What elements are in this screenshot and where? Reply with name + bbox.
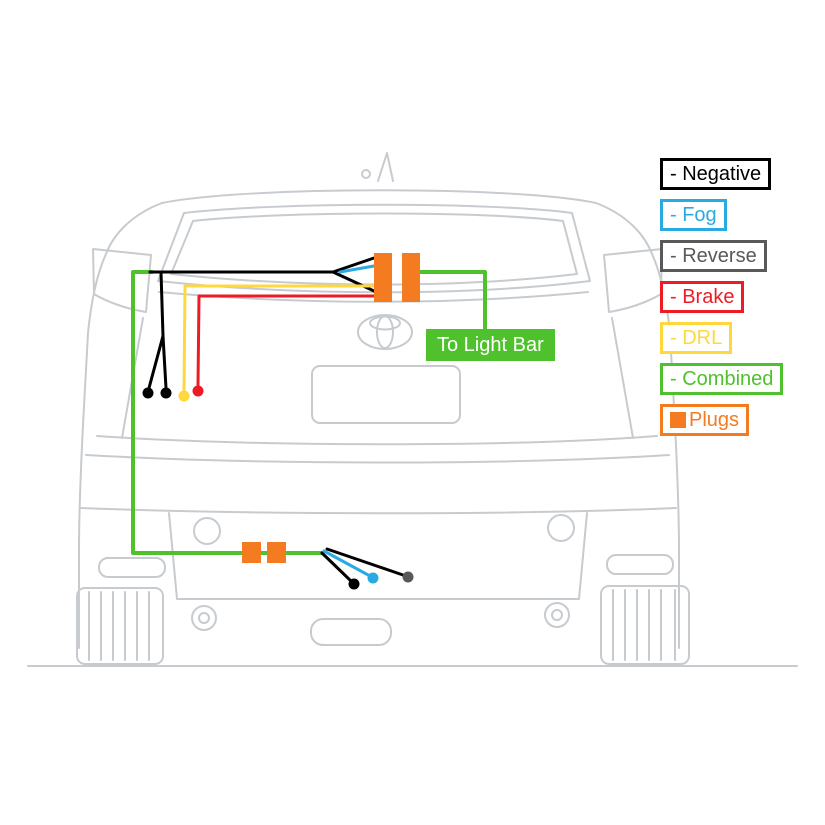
legend-item-fog: - Fog <box>660 199 727 231</box>
brake-wire <box>196 294 376 388</box>
negative-terminal-dot-bottom <box>348 578 360 590</box>
drl-wire <box>182 284 376 393</box>
car-left-side <box>78 202 163 649</box>
top-plug-left <box>374 253 392 302</box>
legend-label-plugs: Plugs <box>689 409 740 431</box>
tailgate-side-right <box>611 317 634 439</box>
fog-wire-top <box>338 264 376 274</box>
fog-wire-group <box>322 264 376 578</box>
antenna-fin <box>377 152 394 182</box>
tailgate-bottom <box>96 435 658 446</box>
bumper-top <box>85 454 670 464</box>
legend-label-fog: - Fog <box>670 204 717 226</box>
exhaust-left-inner <box>198 612 210 624</box>
sensor-right <box>547 514 575 542</box>
car-outline <box>27 152 798 667</box>
drl-terminal-dot <box>178 390 190 402</box>
to-light-bar-label: To Light Bar <box>426 329 555 361</box>
legend-item-drl: - DRL <box>660 322 733 354</box>
legend-label-reverse: - Reverse <box>670 245 757 267</box>
negative-wire-y-split <box>147 270 168 390</box>
plugs-group <box>242 253 420 563</box>
combined-wire-loop <box>131 270 324 555</box>
roof-detail <box>361 169 371 179</box>
negative-terminal-dot-2 <box>160 387 172 399</box>
legend-label-combined: - Combined <box>670 368 774 390</box>
fog-wire-bottom <box>322 549 372 578</box>
license-plate-recess <box>311 365 461 424</box>
legend-item-negative: - Negative <box>660 158 772 190</box>
negative-terminal-dot-1 <box>142 387 154 399</box>
lower-bumper <box>168 512 588 600</box>
legend-label-drl: - DRL <box>670 327 723 349</box>
bumper-mid <box>80 507 677 515</box>
sensor-left <box>193 517 221 545</box>
rear-window <box>157 203 591 294</box>
reverse-terminal-dot <box>402 571 414 583</box>
legend-label-brake: - Brake <box>670 286 735 308</box>
reflector-right <box>606 554 674 575</box>
plug-swatch-icon <box>670 412 686 428</box>
negative-wire-bottom-long <box>325 547 405 577</box>
top-plug-right <box>402 253 420 302</box>
legend-label-negative: - Negative <box>670 163 762 185</box>
fog-terminal-dot <box>367 572 379 584</box>
taillight-left <box>92 248 152 313</box>
legend-item-reverse: - Reverse <box>660 240 767 272</box>
negative-wire-group <box>147 256 405 584</box>
combined-wire-to-light-bar <box>418 270 487 333</box>
legend-item-plugs: Plugs <box>660 404 750 436</box>
bumper-center-box <box>310 618 392 646</box>
wire-terminals <box>142 385 414 590</box>
wheel-right <box>600 585 690 665</box>
combined-wire-group <box>131 270 487 555</box>
bottom-plug-right <box>267 542 286 563</box>
legend-item-brake: - Brake <box>660 281 745 313</box>
car-roof <box>161 189 597 204</box>
wheel-left <box>76 587 164 665</box>
negative-wire-bottom-short <box>320 551 354 584</box>
exhaust-right-inner <box>551 609 563 621</box>
negative-wire-plug-fanout <box>331 256 376 293</box>
brake-terminal-dot <box>192 385 204 397</box>
legend: - Negative - Fog - Reverse - Brake - DRL… <box>660 158 784 436</box>
exhaust-right <box>544 602 570 628</box>
legend-item-combined: - Combined <box>660 363 784 395</box>
rear-window-inner <box>170 212 578 286</box>
reflector-left <box>98 557 166 578</box>
exhaust-left <box>191 605 217 631</box>
bottom-plug-left <box>242 542 261 563</box>
brand-emblem <box>357 314 413 350</box>
